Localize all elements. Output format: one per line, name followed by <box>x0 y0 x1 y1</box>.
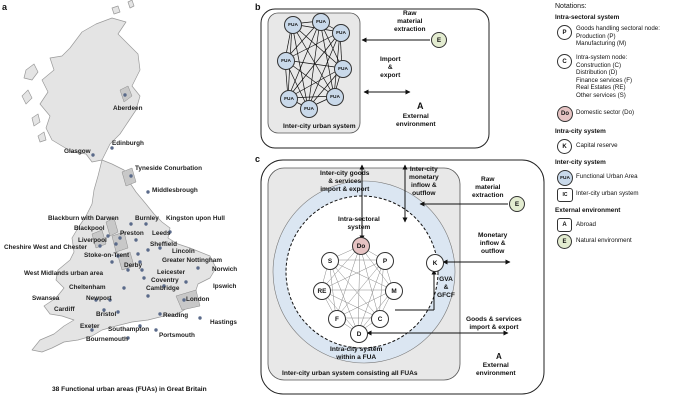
natural-environment-node: E <box>509 196 525 212</box>
gva-gfcf-label: GVA & GFCF <box>437 276 455 299</box>
legend-ic-icon: IC <box>557 188 573 202</box>
capital-reserve-node: K <box>426 254 444 272</box>
fua-node: FUA <box>300 100 318 118</box>
goods-services-import-export-label: Goods & services import & export <box>466 316 522 331</box>
city-label: Cheltenham <box>69 284 106 291</box>
city-label: Kingston upon Hull <box>166 215 225 222</box>
city-label: Blackburn with Darwen <box>48 215 119 222</box>
raw-material-extraction-label: Raw material extraction <box>394 10 426 33</box>
panel-c-label: c <box>255 154 261 164</box>
inter-city-monetary-label: Inter-city monetary inflow & outflow <box>409 166 439 197</box>
fua-node: FUA <box>277 52 295 70</box>
city-label: Glasgow <box>64 148 91 155</box>
domestic-sector-node: Do <box>352 237 370 255</box>
city-label: Liverpool <box>78 237 107 244</box>
city-label: Blackpool <box>74 225 105 232</box>
real-estates-node: RE <box>313 282 331 300</box>
fua-node: FUA <box>334 60 352 78</box>
map-caption: 38 Functional urban areas (FUAs) in Grea… <box>52 386 207 393</box>
production-node: P <box>376 252 394 270</box>
fua-node: FUA <box>332 24 350 42</box>
manufacturing-node: M <box>385 282 403 300</box>
legend-k-text: Capital reserve <box>576 142 618 149</box>
distribution-node: D <box>350 325 368 343</box>
legend-ic-text: Inter-city urban system <box>576 190 639 197</box>
legend-c-icon: C <box>557 54 572 69</box>
great-britain-map <box>21 0 217 353</box>
city-label: Southampton <box>108 326 150 333</box>
city-label: Ipswich <box>213 283 237 290</box>
legend-external-header: External environment <box>555 207 621 214</box>
legend-a-text: Abroad <box>576 221 596 228</box>
raw-material-extraction-label: Raw material extraction <box>472 176 504 199</box>
legend-e-text: Natural environment <box>576 237 632 244</box>
panel-a-label: a <box>2 2 8 12</box>
inter-city-goods-services-label: Inter-city goods & services import & exp… <box>320 170 370 193</box>
city-label: Norwich <box>212 266 238 273</box>
city-label: Reading <box>163 312 189 319</box>
abroad-label: A <box>496 352 502 361</box>
abroad-label: A <box>417 101 424 111</box>
inter-city-urban-system-label: Inter-city urban system <box>283 123 356 130</box>
legend-c-text: Intra-system node: Construction (C) Dist… <box>576 54 633 99</box>
legend-e-icon: E <box>557 234 572 249</box>
import-export-label: Import & export <box>380 56 401 79</box>
natural-environment-node: E <box>431 32 447 48</box>
finance-services-node: F <box>328 310 346 328</box>
city-label: Sheffield <box>150 241 177 248</box>
city-label: Exeter <box>80 323 100 330</box>
city-label: Bristol <box>96 311 117 318</box>
fua-node: FUA <box>312 13 330 31</box>
legend-p-text: Goods handling sectoral node: Production… <box>576 25 660 48</box>
legend-p-icon: P <box>557 25 572 40</box>
city-label: London <box>186 296 210 303</box>
city-label: Swansea <box>32 295 60 302</box>
legend-inter-city-header: Inter-city system <box>555 159 606 166</box>
city-label: Edinburgh <box>112 140 144 147</box>
city-label: Stoke-on-Trent <box>84 252 130 259</box>
monetary-inflow-outflow-label: Monetary inflow & outflow <box>478 232 508 255</box>
city-label: Cheshire West and Chester <box>4 244 87 251</box>
city-label: Aberdeen <box>113 105 143 112</box>
legend-a-icon: A <box>557 218 572 232</box>
fua-node: FUA <box>326 88 344 106</box>
city-label: Bournemouth <box>86 336 128 343</box>
other-services-node: S <box>321 252 339 270</box>
city-label: Leicester <box>157 269 186 276</box>
city-label: Portsmouth <box>159 332 195 339</box>
legend-domestic-text: Domestic sector (Do) <box>576 109 635 116</box>
city-label: Burnley <box>135 215 159 222</box>
intra-city-system-label: Intra-city system within a FUA <box>330 346 383 361</box>
legend-fua-icon: FUA <box>557 170 573 186</box>
city-label: Greater Nottingham <box>162 257 223 264</box>
city-label: Newport <box>86 295 112 302</box>
legend-k-icon: K <box>557 139 572 154</box>
legend-fua-text: Functional Urban Area <box>576 173 638 180</box>
fua-node: FUA <box>284 16 302 34</box>
construction-node: C <box>371 310 389 328</box>
external-environment-label: External environment <box>396 113 436 128</box>
city-label: Leeds <box>152 230 171 237</box>
city-label: Derby <box>124 262 143 269</box>
city-label: Lincoln <box>172 248 195 255</box>
fua-node: FUA <box>280 90 298 108</box>
legend-domestic-icon: Do <box>557 106 573 122</box>
panel-b-label: b <box>255 2 261 12</box>
legend-intra-sectoral-header: Intra-sectoral system <box>555 14 620 21</box>
city-label: Hastings <box>210 319 237 326</box>
city-label: Cardiff <box>54 306 75 313</box>
inter-city-urban-system-fuas-label: Inter-city urban system consisting all F… <box>282 370 418 377</box>
city-label: Cambridge <box>146 285 180 292</box>
external-environment-label: External environment <box>476 362 516 377</box>
legend-title: Notations: <box>555 3 587 10</box>
legend-intra-city-header: Intra-city system <box>555 128 606 135</box>
city-label: Middlesbrough <box>152 187 198 194</box>
city-label: Tyneside Conurbation <box>135 165 202 172</box>
city-label: Coventry <box>151 277 179 284</box>
city-label: Preston <box>120 230 144 237</box>
fua-dots <box>90 93 202 340</box>
city-label: West Midlands urban area <box>24 270 104 277</box>
intra-sectoral-system-label: Intra-sectoral system <box>338 216 380 231</box>
